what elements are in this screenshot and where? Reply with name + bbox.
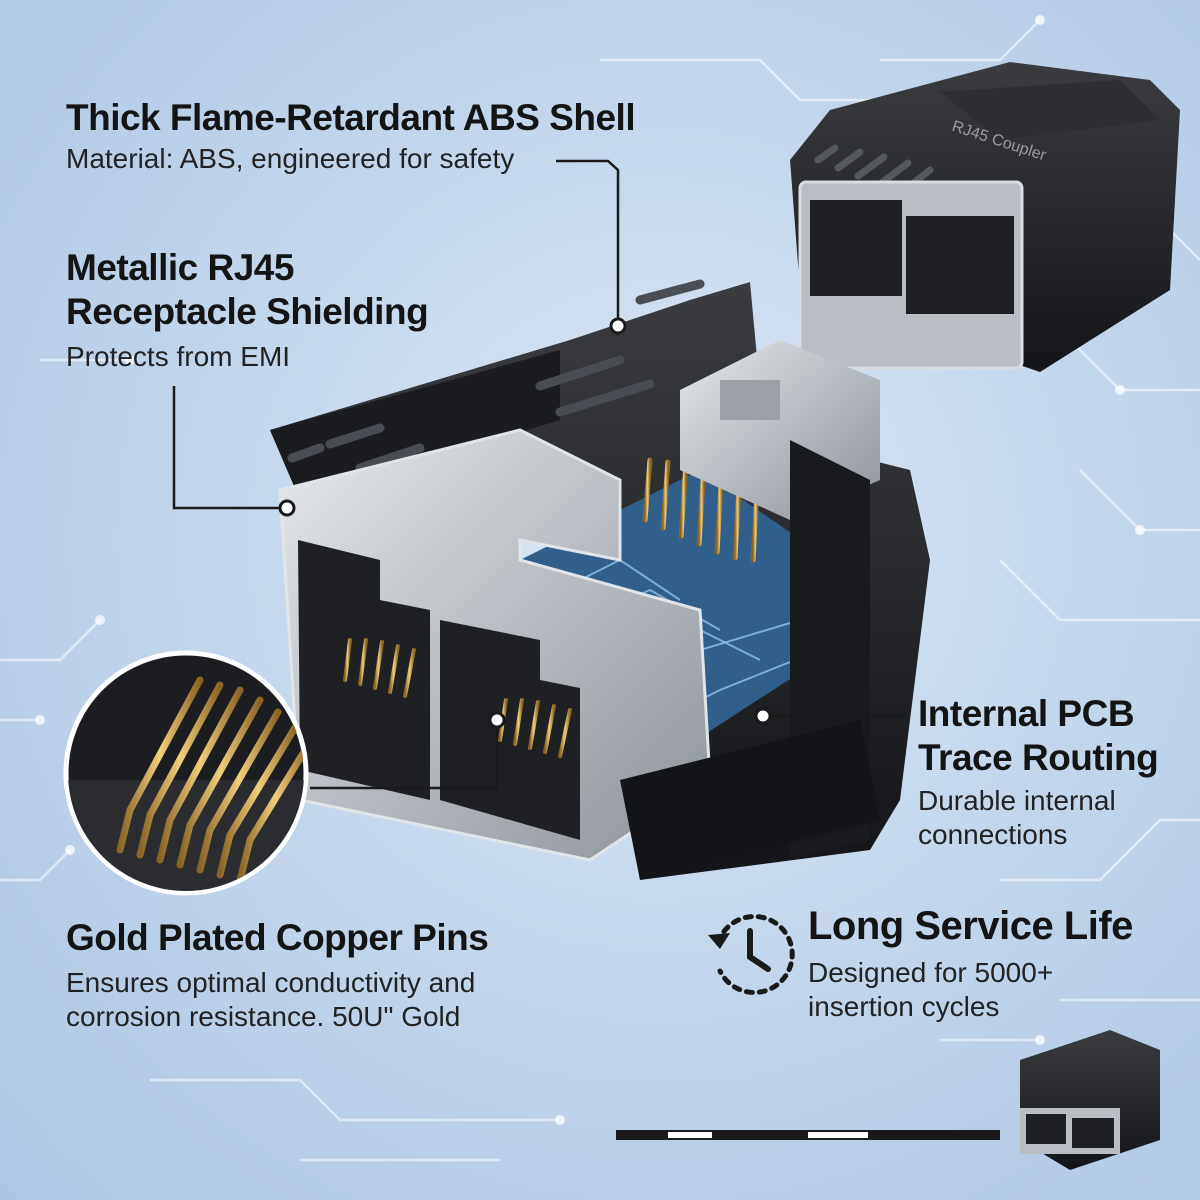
feature-service-life: Long Service Life Designed for 5000+ ins… — [808, 902, 1178, 1024]
feature-desc-line1: Ensures optimal conductivity and — [66, 967, 476, 998]
feature-desc: Protects from EMI — [66, 341, 291, 372]
feature-title-line2: Receptacle Shielding — [66, 291, 429, 332]
feature-desc-line1: Durable internal — [918, 785, 1116, 816]
feature-title: Gold Plated Copper Pins — [66, 917, 489, 958]
feature-desc-line2: corrosion resistance. 50U" Gold — [66, 1001, 461, 1032]
feature-title-line1: Internal PCB — [918, 693, 1135, 734]
feature-title: Long Service Life — [808, 904, 1133, 948]
feature-desc-line2: connections — [918, 819, 1068, 850]
feature-pcb: Internal PCB Trace Routing Durable inter… — [918, 692, 1178, 852]
feature-desc: Material: ABS, engineered for safety — [66, 143, 515, 174]
scale-bar — [616, 1130, 1000, 1140]
feature-desc-line2: insertion cycles — [808, 991, 1000, 1022]
feature-abs-shell: Thick Flame-Retardant ABS Shell Material… — [66, 96, 686, 176]
feature-title: Thick Flame-Retardant ABS Shell — [66, 97, 636, 138]
feature-shielding: Metallic RJ45 Receptacle Shielding Prote… — [66, 246, 486, 374]
feature-gold-pins: Gold Plated Copper Pins Ensures optimal … — [66, 916, 586, 1034]
feature-title-line2: Trace Routing — [918, 737, 1159, 778]
feature-desc-line1: Designed for 5000+ — [808, 957, 1054, 988]
feature-title-line1: Metallic RJ45 — [66, 247, 294, 288]
clock-history-icon — [708, 914, 795, 995]
